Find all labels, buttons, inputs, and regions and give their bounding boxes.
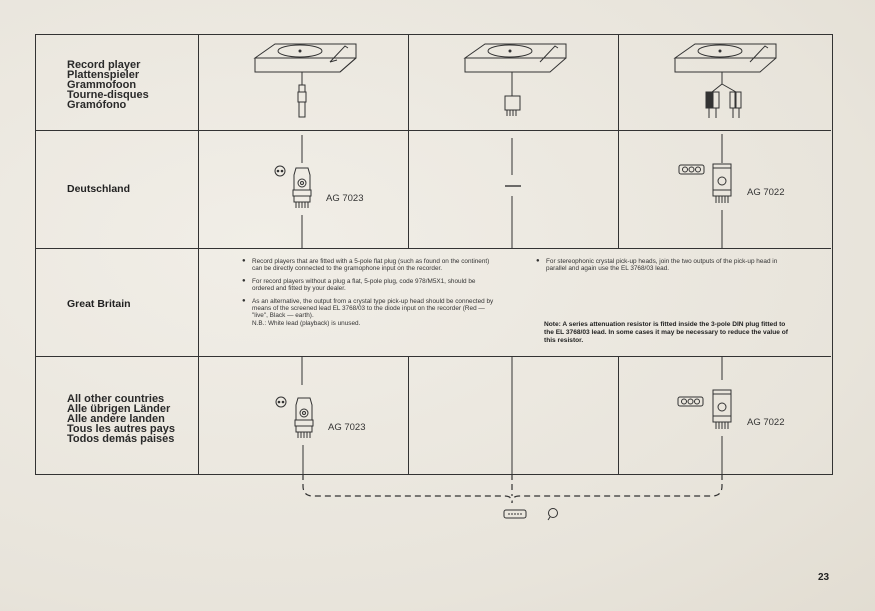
note-item: Record players that are fitted with a 5-…: [242, 258, 494, 273]
turntable-icon: [463, 43, 567, 73]
column-divider: [618, 356, 619, 474]
din-socket-icon: [677, 396, 704, 407]
table-frame: [35, 34, 833, 475]
other-en: All other countries: [67, 393, 165, 405]
turntable-icon: [673, 43, 777, 73]
label-en: Record player: [67, 59, 141, 71]
other-nl: Alle andere landen: [67, 413, 165, 425]
din-plug-icon: [292, 167, 312, 248]
din-socket-icon: [274, 165, 286, 177]
plug-label-stereo-other: AG 7022: [747, 417, 785, 428]
column-divider: [408, 356, 409, 474]
country-other-labels: All other countries Alle übrigen Länder …: [67, 393, 176, 445]
din-plug-icon: [297, 72, 307, 163]
column-divider: [408, 130, 409, 248]
note-nb: N.B.: White lead (playback) is unused.: [252, 319, 361, 327]
din-plug-icon: [712, 389, 732, 474]
label-es: Gramófono: [67, 99, 127, 111]
note-item: As an alternative, the output from a cry…: [242, 298, 494, 320]
turntable-icon: [253, 43, 357, 73]
page-number: 23: [818, 572, 830, 583]
plug-label-mono-other: AG 7023: [328, 422, 366, 433]
note-item: For record players without a plug a flat…: [242, 278, 494, 293]
label-de: Plattenspieler: [67, 69, 140, 81]
gb-note-bold: Note: A series attenuation resistor is f…: [544, 321, 788, 344]
note-item: For stereophonic crystal pick-up heads, …: [536, 258, 788, 273]
other-es: Todos demás paises: [67, 433, 175, 445]
plug-label-mono-de: AG 7023: [326, 193, 364, 204]
plug-label-stereo-de: AG 7022: [747, 187, 785, 198]
tape-recorder-icon: [503, 508, 558, 521]
din-socket-icon: [275, 396, 287, 408]
label-nl: Grammofoon: [67, 79, 137, 91]
din-socket-icon: [678, 164, 705, 175]
label-fr: Tourne-disques: [67, 89, 149, 101]
gb-notes-right: For stereophonic crystal pick-up heads, …: [536, 258, 788, 278]
other-fr: Tous les autres pays: [67, 423, 176, 435]
record-player-labels: Record player Plattenspieler Grammofoon …: [67, 59, 149, 111]
din-plug-icon: [712, 163, 732, 248]
connection-path: [302, 474, 723, 504]
column-divider: [408, 34, 409, 130]
phono-plug-icon: [705, 72, 742, 163]
gb-notes-left: Record players that are fitted with a 5-…: [242, 258, 494, 327]
column-divider: [618, 34, 619, 130]
row-divider: [35, 356, 831, 357]
row-divider: [35, 248, 831, 249]
country-great-britain: Great Britain: [67, 298, 131, 310]
country-deutschland: Deutschland: [67, 183, 131, 195]
column-divider: [198, 34, 199, 474]
column-divider: [618, 130, 619, 248]
din-plug-icon: [294, 397, 314, 474]
flat-plug-icon: [504, 72, 521, 248]
row-divider: [35, 130, 831, 131]
other-de: Alle übrigen Länder: [67, 403, 171, 415]
